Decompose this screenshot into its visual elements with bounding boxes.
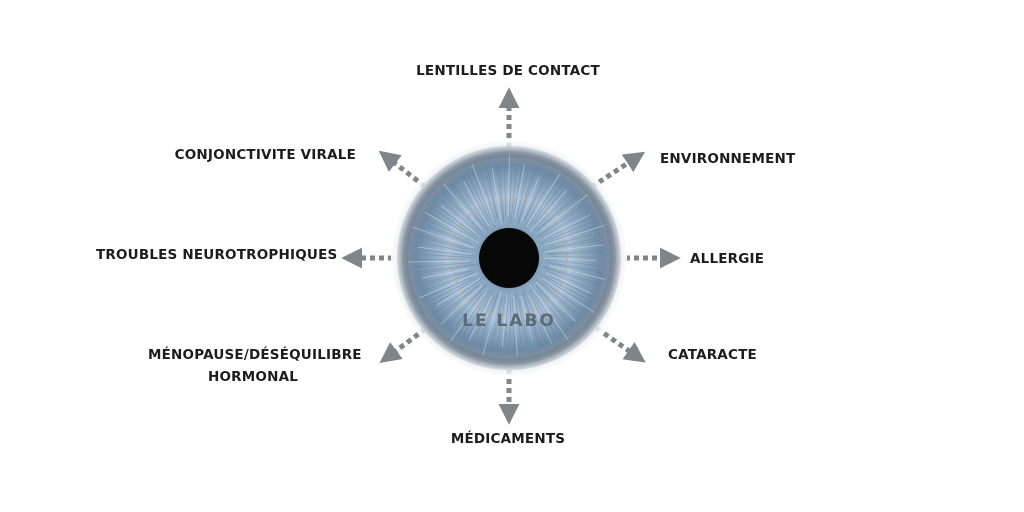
factor-label-bottom-left-line1: MÉNOPAUSE/DÉSÉQUILIBRE (148, 347, 362, 363)
factor-label-left: TROUBLES NEUROTROPHIQUES (96, 247, 338, 263)
factor-label-right: ALLERGIE (690, 251, 765, 267)
eye-iris-image: LE LABO (391, 140, 627, 376)
factor-label-bottom-left: MÉNOPAUSE/DÉSÉQUILIBRE HORMONAL (148, 344, 362, 388)
factor-label-bottom-left-line2: HORMONAL (207, 369, 299, 385)
brand-logo-text: LE LABO (462, 311, 556, 331)
factor-label-bottom-right: CATARACTE (668, 347, 757, 363)
factor-label-top: LENTILLES DE CONTACT (416, 63, 600, 79)
factor-label-bottom: MÉDICAMENTS (450, 431, 566, 447)
factor-label-top-right: ENVIRONNEMENT (660, 151, 796, 167)
factor-label-top-left: CONJONCTIVITE VIRALE (174, 147, 356, 163)
